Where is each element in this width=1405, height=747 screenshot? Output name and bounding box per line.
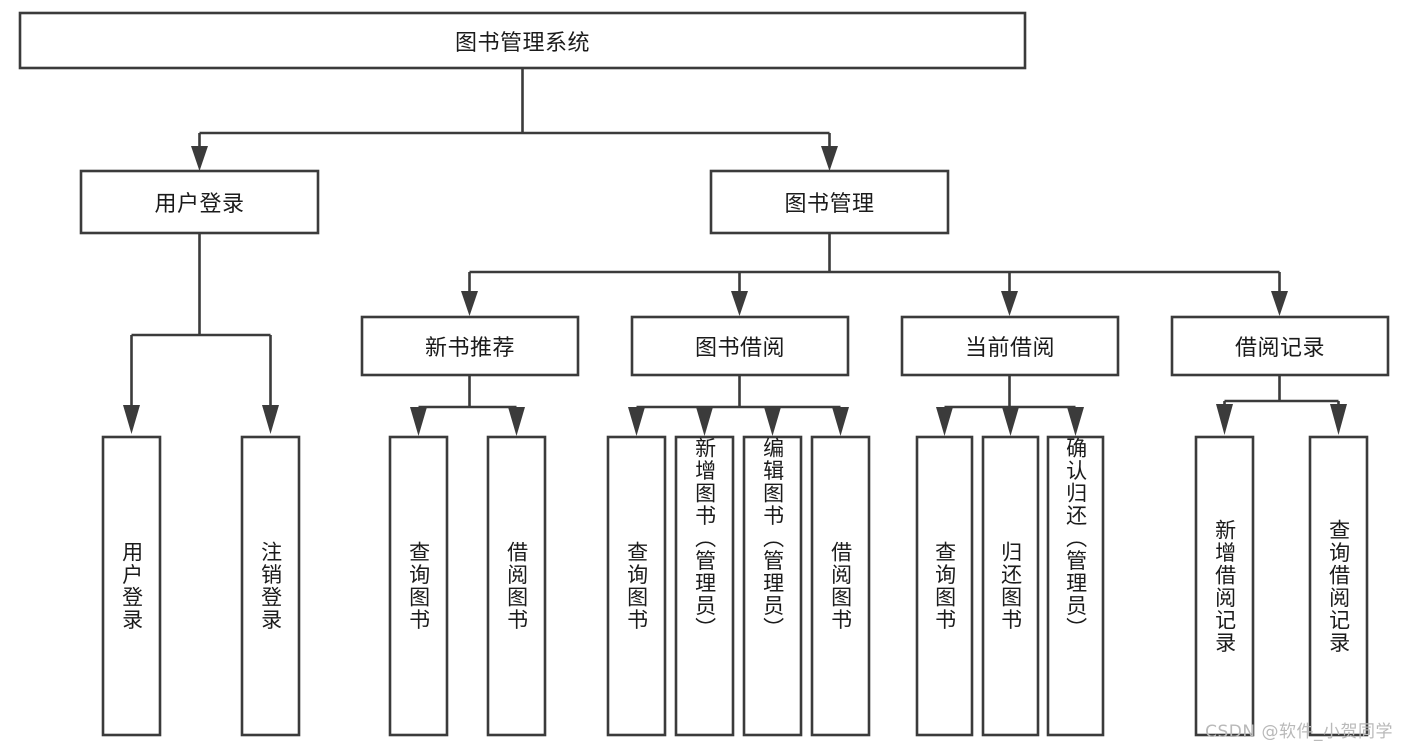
arrow-head-leaf-confirm-return (1067, 407, 1084, 436)
node-box-new-book-recommend[interactable] (360, 315, 580, 377)
connector-group-new-book-recommend (410, 375, 525, 436)
node-box-leaf-query-book-cur[interactable] (915, 435, 974, 737)
node-box-borrow-record[interactable] (1170, 315, 1390, 377)
connector-group-book-manage (461, 233, 1288, 316)
node-box-leaf-add-record[interactable] (1194, 435, 1255, 737)
node-box-leaf-add-book[interactable] (674, 435, 735, 737)
arrow-head-current-borrow (1001, 291, 1018, 316)
connector-group-borrow-record (1216, 375, 1347, 435)
arrow-head-leaf-edit-book (764, 407, 781, 436)
node-box-root[interactable] (18, 11, 1027, 70)
node-box-leaf-logout[interactable] (240, 435, 301, 737)
connector-group-book-borrow (628, 375, 849, 436)
node-box-leaf-query-book-rec[interactable] (388, 435, 449, 737)
arrow-head-leaf-add-book (696, 407, 713, 436)
arrow-head-new-book-recommend (461, 291, 478, 316)
node-box-leaf-return-book[interactable] (981, 435, 1040, 737)
arrow-head-borrow-record (1271, 291, 1288, 316)
arrow-head-leaf-query-book-cur (936, 407, 953, 436)
watermark-text: CSDN @软件_小贺同学 (1205, 722, 1393, 742)
node-box-leaf-borrow-book[interactable] (810, 435, 871, 737)
arrow-head-leaf-return-book (1002, 407, 1019, 436)
arrow-head-book-borrow (731, 291, 748, 316)
arrow-head-leaf-logout (262, 405, 279, 434)
node-box-book-manage[interactable] (709, 169, 950, 235)
arrow-head-user-login (191, 146, 208, 171)
node-box-leaf-user-login[interactable] (101, 435, 162, 737)
arrow-head-leaf-query-record (1330, 404, 1347, 435)
arrow-head-leaf-borrow-book (832, 407, 849, 436)
arrow-head-leaf-user-login (123, 405, 140, 434)
connector-group-current-borrow (936, 375, 1084, 436)
node-box-leaf-borrow-book-rec[interactable] (486, 435, 547, 737)
arrow-head-leaf-query-book-rec (410, 407, 427, 436)
connector-group-user-login (123, 233, 279, 434)
node-box-book-borrow[interactable] (630, 315, 850, 377)
connector-group-root (191, 68, 838, 171)
node-box-leaf-query-book-borrow[interactable] (606, 435, 667, 737)
node-box-leaf-edit-book[interactable] (742, 435, 803, 737)
node-box-current-borrow[interactable] (900, 315, 1120, 377)
node-box-leaf-query-record[interactable] (1308, 435, 1369, 737)
node-box-leaf-confirm-return[interactable] (1046, 435, 1105, 737)
arrow-head-leaf-query-book-borrow (628, 407, 645, 436)
arrow-head-leaf-borrow-book-rec (508, 407, 525, 436)
arrow-head-book-manage (821, 146, 838, 171)
arrow-head-leaf-add-record (1216, 404, 1233, 435)
node-box-user-login[interactable] (79, 169, 320, 235)
